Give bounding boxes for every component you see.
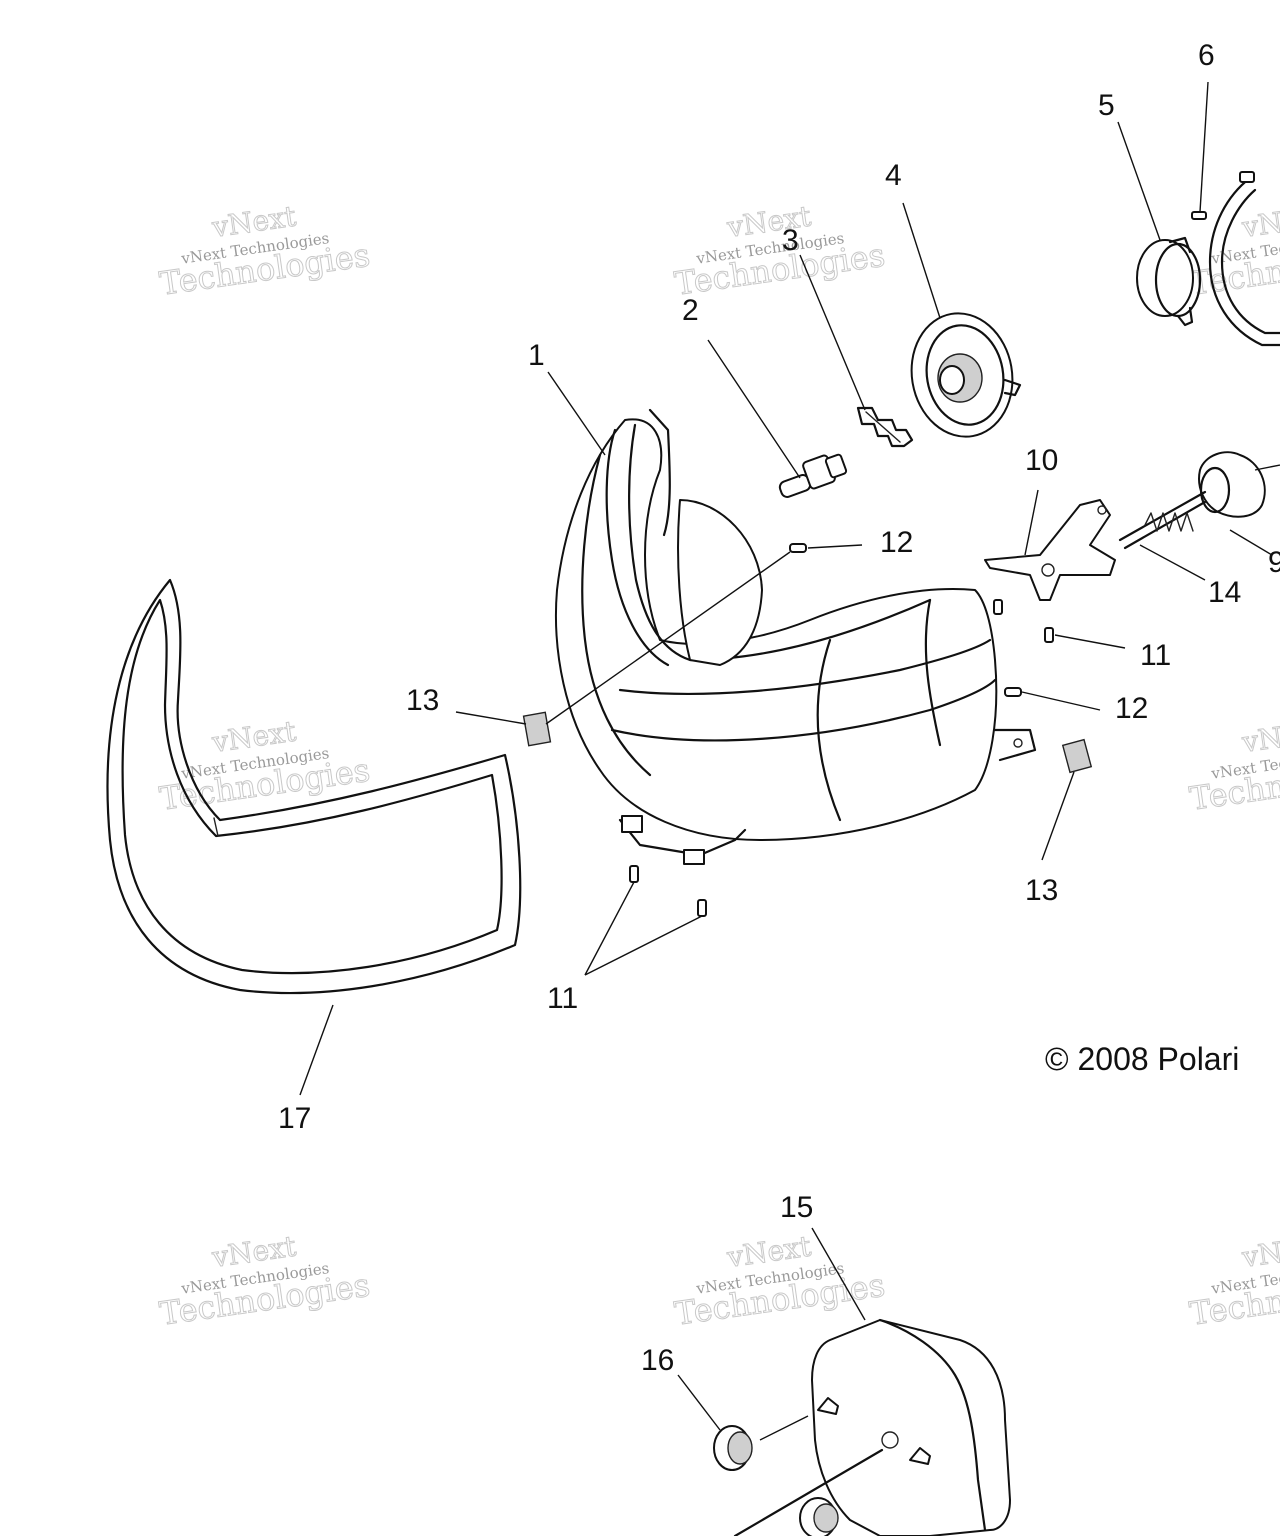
lamp-box-part [733,1318,1011,1536]
screw-12a [789,543,807,553]
screw-11b [993,599,1003,615]
callout-10: 10 [1025,444,1058,477]
callout-9: 9 [1268,546,1280,579]
bulb-part [778,453,848,498]
reflector-part [910,312,1022,438]
watermark: vNext vNext Technologies Technologies [1187,714,1280,818]
watermark: vNext vNext Technologies Technologies [672,1229,888,1333]
screw-11d [697,899,707,917]
fasteners [522,543,1093,917]
callout-11-right: 11 [1140,639,1171,672]
callout-14: 14 [1208,576,1241,609]
small-screw-part [1191,211,1207,220]
gasket-seal-part [106,578,522,995]
retaining-clip-part [856,406,914,448]
callout-6: 6 [1198,39,1215,72]
callout-3: 3 [782,224,799,257]
watermark: vNext vNext Technologies Technologies [672,199,888,303]
adjuster-assembly-part [984,451,1266,601]
clip-13a [522,711,552,747]
watermark: vNext vNext Technologies Technologies [1187,1229,1280,1333]
callout-16: 16 [641,1344,674,1377]
screw-12b [1004,687,1022,697]
svg-text:vNext: vNext [1239,200,1280,245]
callout-2: 2 [682,294,699,327]
callout-13-left: 13 [406,684,439,717]
lamp-cap-part [1136,236,1202,327]
screw-11c [629,865,639,883]
callout-1: 1 [528,339,545,372]
callout-12-top: 12 [880,526,913,559]
watermark: vNext vNext Technologies Technologies [157,714,373,818]
callout-11-bottom: 11 [547,982,578,1015]
watermark: vNext vNext Technologies Technologies [157,1229,373,1333]
cover-part [1208,171,1280,347]
callout-13-right: 13 [1025,874,1058,907]
copyright-notice: © 2008 Polari [1045,1041,1239,1077]
watermark: vNext vNext Technologies Technologies [157,199,373,303]
svg-text:vNext: vNext [1239,1230,1280,1275]
callout-4: 4 [885,159,902,192]
callout-5: 5 [1098,89,1115,122]
callout-15: 15 [780,1191,813,1224]
screw-11a [1044,627,1054,643]
svg-text:vNext: vNext [1239,715,1280,760]
callout-labels: 1 2 3 4 5 6 9 10 11 11 12 12 13 13 14 15… [278,39,1280,1377]
callout-12-right: 12 [1115,692,1148,725]
grommet-part [713,1415,839,1536]
callout-17: 17 [278,1102,311,1135]
clip-13b [1061,738,1093,774]
watermark: vNext vNext Technologies Technologies [1187,199,1280,303]
leader-lines [299,81,1280,1431]
